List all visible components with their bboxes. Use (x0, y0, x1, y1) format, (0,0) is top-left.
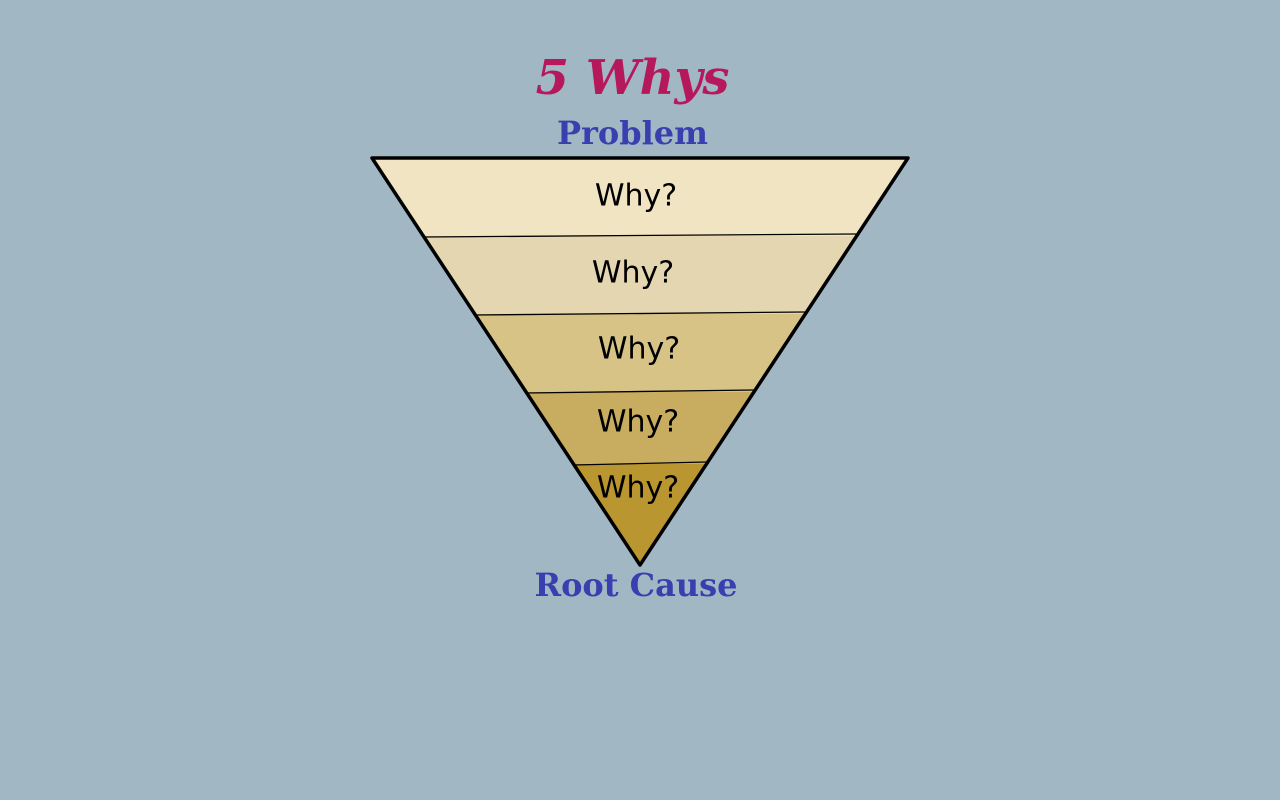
why-level-3 (474, 314, 806, 392)
why-label-5: Why? (597, 471, 679, 506)
why-label-1: Why? (595, 179, 677, 214)
why-level-5 (573, 464, 707, 565)
funnel-outline (370, 156, 910, 567)
why-level-4 (526, 392, 754, 464)
funnel-labels: Why? Why? Why? Why? Why? (592, 179, 680, 506)
why-label-3: Why? (598, 332, 680, 367)
level-divider-3 (526, 389, 754, 394)
problem-label: Problem (556, 114, 708, 152)
root-cause-label: Root Cause (534, 566, 738, 604)
level-divider-4 (573, 461, 707, 466)
diagram-title: 5 Whys (535, 50, 730, 106)
funnel-bands (372, 158, 908, 565)
why-label-2: Why? (592, 256, 674, 291)
level-divider-1 (423, 233, 857, 238)
why-level-2 (423, 236, 857, 314)
why-label-4: Why? (597, 405, 679, 440)
level-divider-2 (474, 311, 806, 316)
why-level-1 (372, 158, 908, 236)
funnel-dividers (423, 233, 857, 466)
